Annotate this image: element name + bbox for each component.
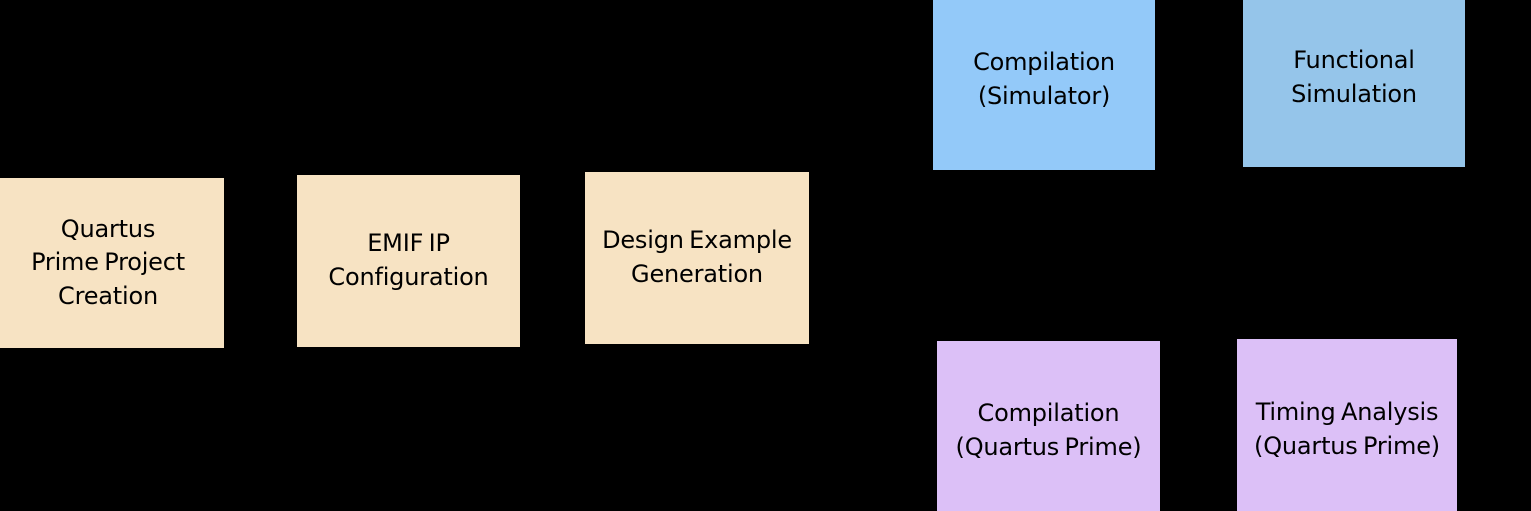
node-design-example-generation[interactable]: Design Example Generation (585, 172, 809, 344)
node-timing-analysis-quartus-prime[interactable]: Timing Analysis (Quartus Prime) (1237, 339, 1457, 511)
node-label: Timing Analysis (Quartus Prime) (1254, 398, 1440, 460)
node-label: Functional Simulation (1291, 45, 1417, 108)
node-label: Compilation (Quartus Prime) (955, 399, 1142, 461)
node-quartus-prime-project-creation[interactable]: Quartus Prime Project Creation (0, 178, 224, 348)
node-emif-ip-configuration[interactable]: EMIF IP Configuration (297, 175, 520, 347)
node-functional-simulation[interactable]: Functional Simulation (1243, 0, 1465, 167)
node-compilation-simulator[interactable]: Compilation (Simulator) (933, 0, 1155, 170)
node-compilation-quartus-prime[interactable]: Compilation (Quartus Prime) (937, 341, 1160, 511)
node-label: Compilation (Simulator) (973, 48, 1115, 110)
node-label: Design Example Generation (602, 226, 792, 288)
node-label: Quartus Prime Project Creation (31, 214, 185, 310)
node-label: EMIF IP Configuration (328, 229, 489, 291)
